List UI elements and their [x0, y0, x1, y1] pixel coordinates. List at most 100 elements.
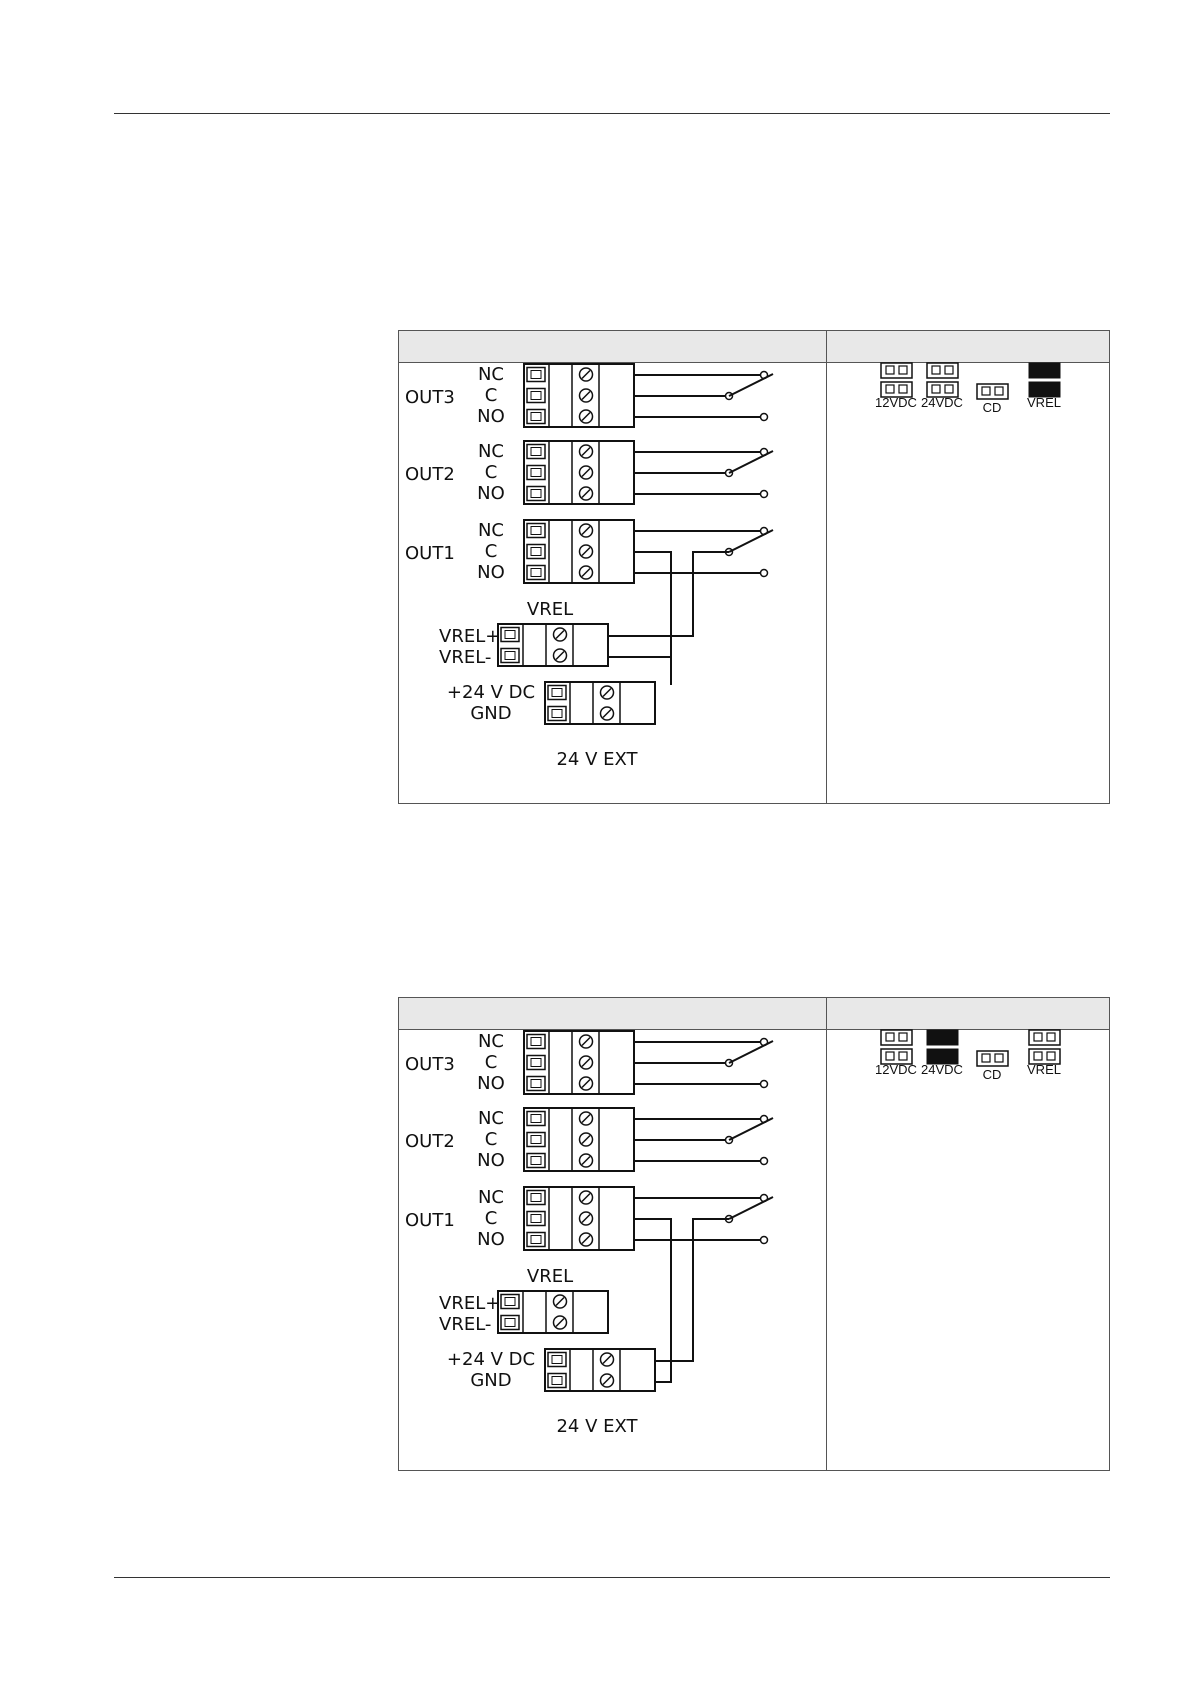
jumper-pin — [932, 366, 940, 374]
screw-slot — [556, 631, 564, 639]
terminal-plug — [527, 1233, 545, 1247]
contact-no — [761, 414, 768, 421]
vrel-title: VREL — [527, 1266, 573, 1287]
jumper-pin — [886, 1052, 894, 1060]
jumper-pin — [886, 385, 894, 393]
switch-lever — [729, 451, 773, 473]
contact-no — [761, 570, 768, 577]
jumper-label: CD — [983, 400, 1002, 415]
screw-slot — [582, 1236, 590, 1244]
switch-lever — [729, 530, 773, 552]
switch-lever — [729, 1197, 773, 1219]
pin-label: C — [485, 1208, 498, 1229]
terminal-plug-inner — [531, 1115, 541, 1123]
terminal-plug-inner — [531, 413, 541, 421]
wire-c-feed — [634, 552, 671, 685]
screw-slot — [556, 1319, 564, 1327]
jumper-pin — [899, 1033, 907, 1041]
screw-slot — [582, 1136, 590, 1144]
pin-label: NC — [478, 1187, 504, 1208]
terminal-plug — [527, 368, 545, 382]
wiring-diagram: OUT3NCCNOOUT2NCCNOOUT1NCCNOVRELVREL+VREL… — [399, 998, 1111, 1472]
terminal-plug — [527, 389, 545, 403]
jumper-cd — [977, 384, 1008, 399]
pin-label: C — [485, 1052, 498, 1073]
terminal-plug-inner — [531, 1236, 541, 1244]
terminal-plug-inner — [531, 392, 541, 400]
jumper-cap — [927, 1030, 958, 1045]
ext-terminal-block — [545, 1349, 655, 1391]
terminal-plug-inner — [531, 569, 541, 577]
contact-no — [761, 1158, 768, 1165]
screw-slot — [582, 569, 590, 577]
terminal-plug — [527, 445, 545, 459]
output-label: OUT2 — [405, 1131, 455, 1152]
wiring-panel-vrel-supply: OUT3NCCNOOUT2NCCNOOUT1NCCNOVRELVREL+VREL… — [398, 330, 1110, 804]
pin-label: NC — [478, 364, 504, 385]
jumper-cd — [977, 1051, 1008, 1066]
output-label: OUT1 — [405, 1210, 455, 1231]
terminal-plug — [527, 1212, 545, 1226]
terminal-plug — [548, 1353, 566, 1367]
terminal-plug-inner — [505, 1319, 515, 1327]
screw-slot — [582, 371, 590, 379]
terminal-plug — [527, 524, 545, 538]
terminal-plug — [527, 1154, 545, 1168]
jumper-pin — [945, 385, 953, 393]
switch-lever — [729, 1118, 773, 1140]
terminal-plug-inner — [531, 1215, 541, 1223]
ext-pin-label: +24 V DC — [447, 682, 535, 703]
terminal-plug-inner — [531, 1157, 541, 1165]
screw-slot — [582, 548, 590, 556]
output-label: OUT1 — [405, 543, 455, 564]
pin-label: C — [485, 1129, 498, 1150]
screw-slot — [582, 1115, 590, 1123]
ext-pin-label: +24 V DC — [447, 1349, 535, 1370]
screw-slot — [603, 1377, 611, 1385]
vrel-pin-label: VREL+ — [439, 626, 500, 647]
jumper-pin — [995, 387, 1003, 395]
terminal-plug — [527, 1133, 545, 1147]
pin-label: NC — [478, 1108, 504, 1129]
switch-lever — [729, 1041, 773, 1063]
jumper-cap — [1029, 363, 1060, 378]
header-rule — [114, 113, 1110, 114]
jumper-label: 24VDC — [921, 395, 963, 410]
terminal-plug-inner — [531, 1080, 541, 1088]
screw-slot — [603, 689, 611, 697]
jumper-label: 12VDC — [875, 395, 917, 410]
pin-label: NO — [477, 1073, 505, 1094]
jumper-pin — [945, 366, 953, 374]
wire-c-feed — [634, 1219, 671, 1352]
ext-terminal-block — [545, 682, 655, 724]
pin-label: NO — [477, 1150, 505, 1171]
jumper-pin — [982, 387, 990, 395]
screw-slot — [556, 652, 564, 660]
ext-pin-label: GND — [470, 703, 511, 724]
terminal-plug-inner — [531, 448, 541, 456]
screw-slot — [582, 1038, 590, 1046]
screw-slot — [603, 1356, 611, 1364]
pin-label: NO — [477, 483, 505, 504]
jumper-label: VREL — [1027, 395, 1061, 410]
terminal-plug — [548, 686, 566, 700]
terminal-plug-inner — [531, 1136, 541, 1144]
terminal-plug — [501, 649, 519, 663]
screw-slot — [556, 1298, 564, 1306]
terminal-plug — [527, 1035, 545, 1049]
ext-caption: 24 V EXT — [556, 1416, 638, 1437]
screw-slot — [582, 1215, 590, 1223]
jumper-12vdc — [881, 1030, 912, 1064]
jumper-pin — [982, 1054, 990, 1062]
jumper-vrel — [1029, 363, 1060, 397]
screw-slot — [582, 527, 590, 535]
terminal-plug — [527, 1191, 545, 1205]
pin-label: NO — [477, 562, 505, 583]
jumper-pin — [886, 366, 894, 374]
jumper-pin — [995, 1054, 1003, 1062]
jumper-pin — [899, 366, 907, 374]
screw-slot — [582, 1194, 590, 1202]
screw-slot — [582, 448, 590, 456]
terminal-plug — [501, 628, 519, 642]
vrel-terminal-block — [498, 1291, 608, 1333]
